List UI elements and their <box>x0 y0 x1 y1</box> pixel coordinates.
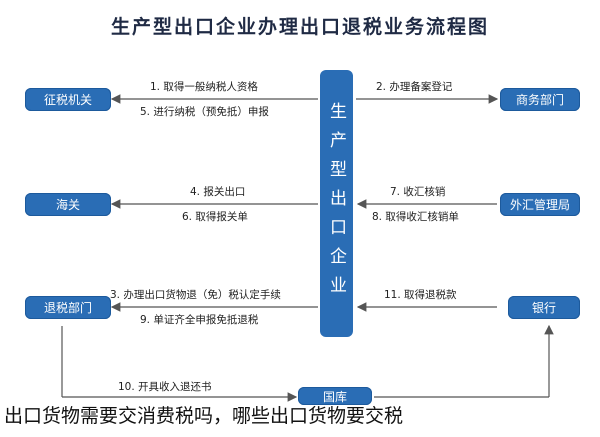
box-customs: 海关 <box>25 193 111 216</box>
center-enterprise-label: 生产型出口企业 <box>326 102 346 305</box>
box-tax-collection: 征税机关 <box>25 88 111 111</box>
box-commerce: 商务部门 <box>500 88 580 111</box>
box-forex-label: 外汇管理局 <box>509 198 570 212</box>
box-bank-label: 银行 <box>531 301 556 315</box>
step-9-label: 9. 单证齐全申报免抵退税 <box>140 314 259 326</box>
box-customs-label: 海关 <box>55 198 80 212</box>
step-2-label: 2. 办理备案登记 <box>376 81 453 93</box>
box-commerce-label: 商务部门 <box>515 93 564 107</box>
center-enterprise-box: 生产型出口企业 <box>320 70 353 337</box>
box-tax-refund-label: 退税部门 <box>43 301 92 315</box>
step-7-label: 7. 收汇核销 <box>390 186 446 198</box>
step-10-label: 10. 开具收入退还书 <box>118 381 212 393</box>
step-6-label: 6. 取得报关单 <box>182 211 248 223</box>
step-1-label: 1. 取得一般纳税人资格 <box>150 81 258 93</box>
box-tax-collection-label: 征税机关 <box>43 93 92 107</box>
box-bank: 银行 <box>508 296 580 319</box>
page-caption: 出口货物需要交消费税吗，哪些出口货物要交税 <box>4 405 404 427</box>
step-5-label: 5. 进行纳税（预免抵）申报 <box>140 106 269 118</box>
step-3-label: 3. 办理出口货物退（免）税认定手续 <box>110 289 281 301</box>
box-bottom-label: 国库 <box>322 389 347 404</box>
step-11-label: 11. 取得退税款 <box>384 289 457 301</box>
step-4-label: 4. 报关出口 <box>190 186 246 198</box>
diagram-title: 生产型出口企业办理出口退税业务流程图 <box>110 16 489 38</box>
step-8-label: 8. 取得收汇核销单 <box>372 211 459 223</box>
box-forex: 外汇管理局 <box>500 193 580 216</box>
box-bottom: 国库 <box>298 387 372 405</box>
box-tax-refund: 退税部门 <box>25 296 111 319</box>
